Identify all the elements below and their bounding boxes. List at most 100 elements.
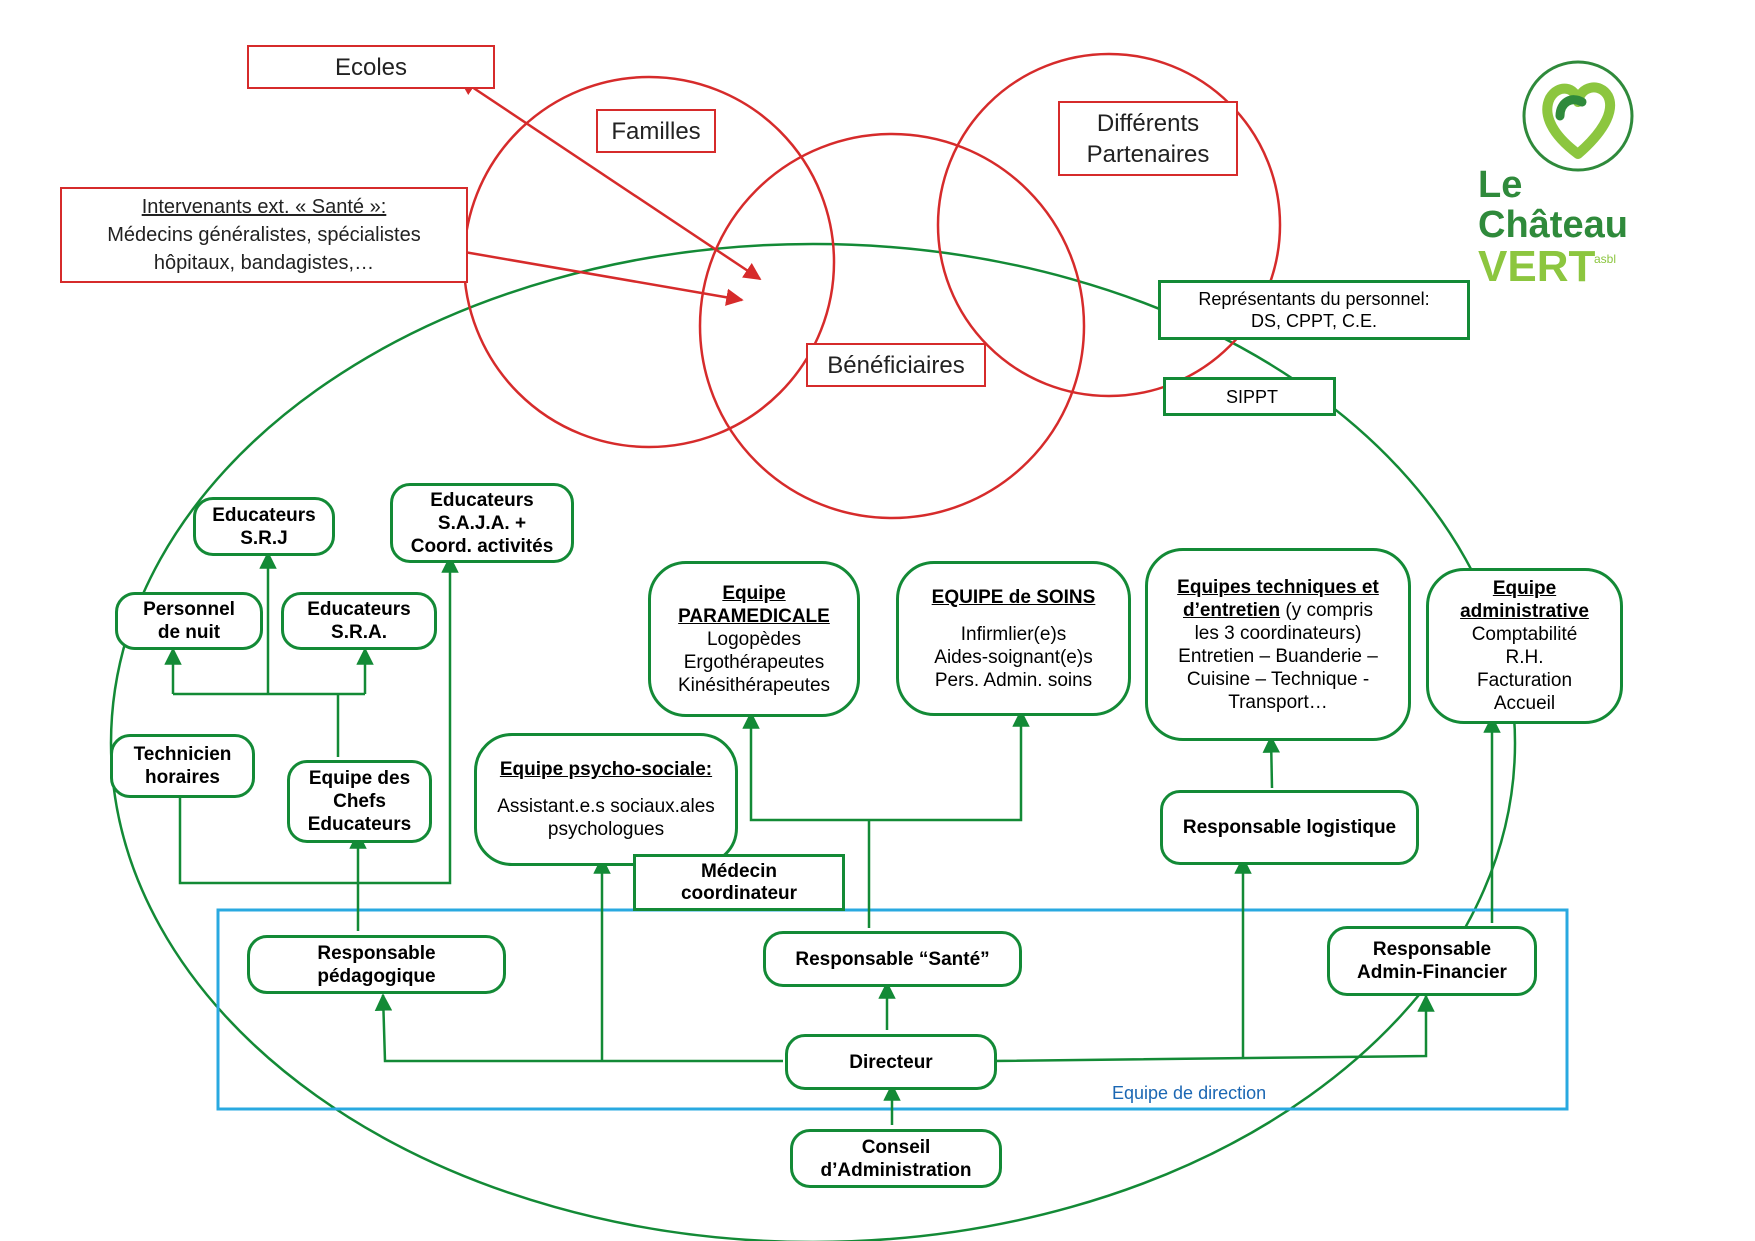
equipe-administrative-box: Equipe administrative Comptabilité R.H. … [1426, 568, 1623, 724]
equipe-direction-label: Equipe de direction [1112, 1083, 1267, 1103]
admin-line-2: R.H. [1505, 647, 1544, 668]
admin-title-2: administrative [1460, 601, 1589, 622]
partenaires-box: Différents Partenaires [1058, 101, 1238, 176]
ecoles-label: Ecoles [334, 53, 408, 81]
familles-label: Familles [611, 117, 701, 145]
beneficiaires-circle [698, 132, 1086, 520]
paramed-title-2: PARAMEDICALE [678, 605, 830, 627]
soins-title: EQUIPE de SOINS [931, 586, 1096, 608]
psycho-title: Equipe psycho-sociale: [499, 759, 713, 780]
equipe-soins-box: EQUIPE de SOINS Infirmlier(e)s Aides-soi… [896, 561, 1131, 716]
representants-box: Représentants du personnel: DS, CPPT, C.… [1158, 280, 1470, 340]
educateurs-srj-line-2: S.R.J [240, 527, 288, 549]
technicien-box: Technicien horaires [110, 734, 255, 798]
intervenants-box: Intervenants ext. « Santé »: Médecins gé… [60, 187, 468, 283]
educateurs-saja-line-3: Coord. activités [410, 535, 554, 557]
resp-admin-line-1: Responsable [1372, 939, 1492, 960]
techniques-line-4: Transport… [1228, 691, 1328, 713]
medecin-line-1: Médecin [700, 860, 778, 882]
beneficiaires-label: Bénéficiaires [827, 351, 965, 379]
educateurs-saja-box: Educateurs S.A.J.A. + Coord. activités [390, 483, 574, 563]
logo-text-chateau: Château [1478, 204, 1628, 246]
responsable-pedagogique-box: Responsable pédagogique [247, 935, 506, 994]
techniques-line-3: Cuisine – Technique - [1186, 668, 1370, 690]
soins-line-1: Infirmlier(e)s [960, 623, 1067, 645]
logo-text-le: Le [1478, 164, 1523, 206]
link-peda-technicien [171, 774, 358, 885]
link-directeur-peda [374, 993, 783, 1063]
paramed-line-2: Ergothérapeutes [683, 651, 825, 673]
intervenants-line-1: Médecins généralistes, spécialistes [107, 224, 421, 246]
educateurs-saja-line-2: S.A.J.A. + [437, 512, 527, 534]
intervenants-line-2: hôpitaux, bandagistes,… [153, 252, 375, 274]
responsable-logistique-label: Responsable logistique [1182, 817, 1397, 838]
paramedicale-box: Equipe PARAMEDICALE Logopèdes Ergothérap… [648, 561, 860, 717]
sippt-box: SIPPT [1163, 377, 1336, 416]
logo-text-vert: VERT [1478, 242, 1596, 291]
medecin-coordinateur-box: Médecin coordinateur [633, 854, 845, 911]
representants-line-2: DS, CPPT, C.E. [1250, 311, 1378, 331]
soins-line-3: Pers. Admin. soins [934, 669, 1093, 691]
chefs-line-1: Equipe des [308, 768, 411, 789]
personnel-nuit-line-1: Personnel [143, 599, 235, 620]
link-directeur-admin [991, 994, 1435, 1063]
medecin-line-2: coordinateur [680, 882, 798, 904]
chefs-line-2: Chefs [333, 791, 386, 812]
conseil-line-2: d’Administration [820, 1159, 972, 1181]
chefs-educateurs-box: Equipe des Chefs Educateurs [287, 760, 432, 843]
psycho-line-2: psychologues [547, 819, 665, 840]
chefs-line-3: Educateurs [307, 814, 412, 835]
personnel-nuit-line-2: de nuit [157, 622, 221, 643]
paramed-line-1: Logopèdes [706, 628, 802, 650]
partenaires-line-2: Partenaires [1086, 140, 1210, 168]
psycho-line-1: Assistant.e.s sociaux.ales [497, 796, 715, 817]
technicien-line-1: Technicien [133, 744, 232, 765]
conseil-line-1: Conseil [861, 1136, 931, 1158]
representants-title: Représentants du personnel: [1198, 289, 1430, 309]
responsable-admin-financier-box: Responsable Admin-Financier [1327, 926, 1537, 996]
techniques-title-2: d’entretien [1182, 599, 1281, 621]
partenaires-circle [936, 52, 1282, 398]
techniques-title-1: Equipes techniques et [1177, 576, 1379, 598]
resp-peda-line-1: Responsable [317, 942, 436, 964]
educateurs-sra-line-1: Educateurs [307, 599, 411, 620]
resp-peda-line-2: pédagogique [317, 965, 436, 987]
educateurs-srj-box: Educateurs S.R.J [193, 497, 335, 556]
soins-line-2: Aides-soignant(e)s [934, 646, 1093, 668]
psycho-sociale-box: Equipe psycho-sociale: Assistant.e.s soc… [474, 733, 738, 866]
ecoles-box: Ecoles [247, 45, 495, 89]
resp-admin-line-2: Admin-Financier [1357, 962, 1507, 983]
techniques-line-1: les 3 coordinateurs) [1194, 622, 1362, 644]
responsable-logistique-box: Responsable logistique [1160, 790, 1419, 865]
conseil-administration-box: Conseil d’Administration [790, 1129, 1002, 1188]
sippt-label: SIPPT [1226, 386, 1279, 407]
paramed-title-1: Equipe [722, 582, 786, 604]
educateurs-saja-line-1: Educateurs [430, 489, 534, 511]
partenaires-line-1: Différents [1096, 109, 1200, 137]
educateurs-sra-box: Educateurs S.R.A. [281, 592, 437, 650]
link-peda-saja [358, 555, 459, 885]
heart-logo-icon [1522, 60, 1634, 172]
technicien-line-2: horaires [145, 767, 220, 788]
admin-line-4: Accueil [1493, 693, 1556, 714]
personnel-nuit-box: Personnel de nuit [115, 592, 263, 650]
beneficiaires-box: Bénéficiaires [806, 343, 986, 387]
responsable-sante-box: Responsable “Santé” [763, 931, 1022, 987]
educateurs-srj-line-1: Educateurs [212, 504, 316, 526]
admin-title-1: Equipe [1492, 578, 1557, 599]
educateurs-sra-line-2: S.R.A. [331, 622, 387, 643]
paramed-line-3: Kinésithérapeutes [677, 674, 831, 696]
techniques-line-2: Entretien – Buanderie – [1178, 645, 1378, 667]
admin-line-1: Comptabilité [1471, 624, 1578, 645]
logo-text-asbl: asbl [1594, 252, 1617, 266]
link-sante-paramed [742, 711, 869, 822]
equipes-techniques-box: Equipes techniques et d’entretien (y com… [1145, 548, 1411, 741]
directeur-label: Directeur [849, 1051, 933, 1073]
intervenants-title: Intervenants ext. « Santé »: [141, 196, 387, 218]
link-logistique-techniques [1262, 735, 1281, 789]
responsable-sante-label: Responsable “Santé” [795, 948, 990, 970]
link-sante-soins [869, 709, 1030, 822]
familles-box: Familles [596, 109, 716, 153]
directeur-box: Directeur [785, 1034, 997, 1090]
